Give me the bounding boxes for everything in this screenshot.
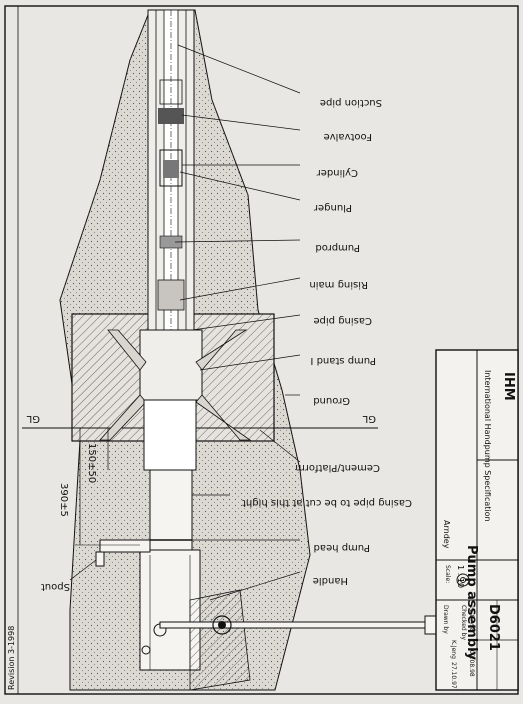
spout	[99, 539, 151, 553]
handle-bar	[159, 621, 441, 629]
label-casing-pipe: Casing pipe	[313, 315, 372, 326]
component-labels: Suction pipe Footvalve Cylinder Plunger …	[41, 97, 412, 592]
title-scale-label: Scale:	[444, 565, 451, 583]
label-plunger: Plunger	[313, 202, 352, 213]
label-pumprod: Pumprod	[315, 242, 360, 253]
projection-symbol-icon	[456, 573, 470, 587]
dim-390-label: 390±5	[58, 483, 69, 517]
title-checked-date: 11.07.98	[468, 605, 475, 632]
title-author: Arndey	[442, 520, 451, 549]
title-drawn-by: K.Jeng	[450, 640, 457, 659]
gl-right-label: GL	[362, 413, 376, 424]
title-checked-label: Checked by	[460, 605, 467, 640]
title-approved-date: 02.08.98	[468, 650, 475, 677]
label-casing-cut: Casing pipe to be cut at this hight	[242, 497, 412, 508]
cylinder	[159, 149, 183, 187]
stand-leg-left	[107, 329, 147, 371]
title-logo: IHM	[501, 372, 516, 401]
label-suction-pipe: Suction pipe	[320, 97, 382, 108]
casing-top	[143, 399, 197, 471]
label-ground: Ground	[313, 395, 350, 406]
title-drawn-by-label: Drawn by	[442, 605, 449, 634]
label-cement-platform: Cement/Platform	[295, 462, 380, 473]
title-scale-value: 1 : 10	[456, 565, 465, 588]
label-footvalve: Footvalve	[324, 131, 372, 142]
dim-150-label: 150±50	[86, 443, 97, 483]
title-drawing-name: Pump assembly	[464, 545, 479, 661]
pump-head	[149, 469, 193, 551]
title-specification: International Handpump Specification	[483, 370, 492, 522]
stand-leg-right	[195, 329, 248, 371]
title-drawing-number: D6021	[486, 604, 501, 651]
label-rising-main: Rising main	[309, 279, 368, 290]
title-date: 27.10.97	[450, 662, 457, 689]
handle-bracket	[189, 589, 251, 691]
gl-left-label: GL	[26, 413, 40, 424]
pump-stand	[139, 329, 203, 401]
footvalve	[158, 108, 184, 124]
label-spout: Spout	[41, 581, 70, 592]
label-pump-head: Pump head	[314, 542, 370, 553]
plunger	[163, 160, 179, 178]
revision-stamp: Revision 3-1998	[7, 626, 16, 690]
label-cylinder: Cylinder	[316, 167, 358, 178]
title-block: Pump assembly Arndey International Handp…	[435, 349, 519, 691]
leader-lines	[69, 44, 301, 601]
label-handle: Handle	[313, 575, 348, 586]
label-pump-stand: Pump stand I	[310, 355, 376, 366]
